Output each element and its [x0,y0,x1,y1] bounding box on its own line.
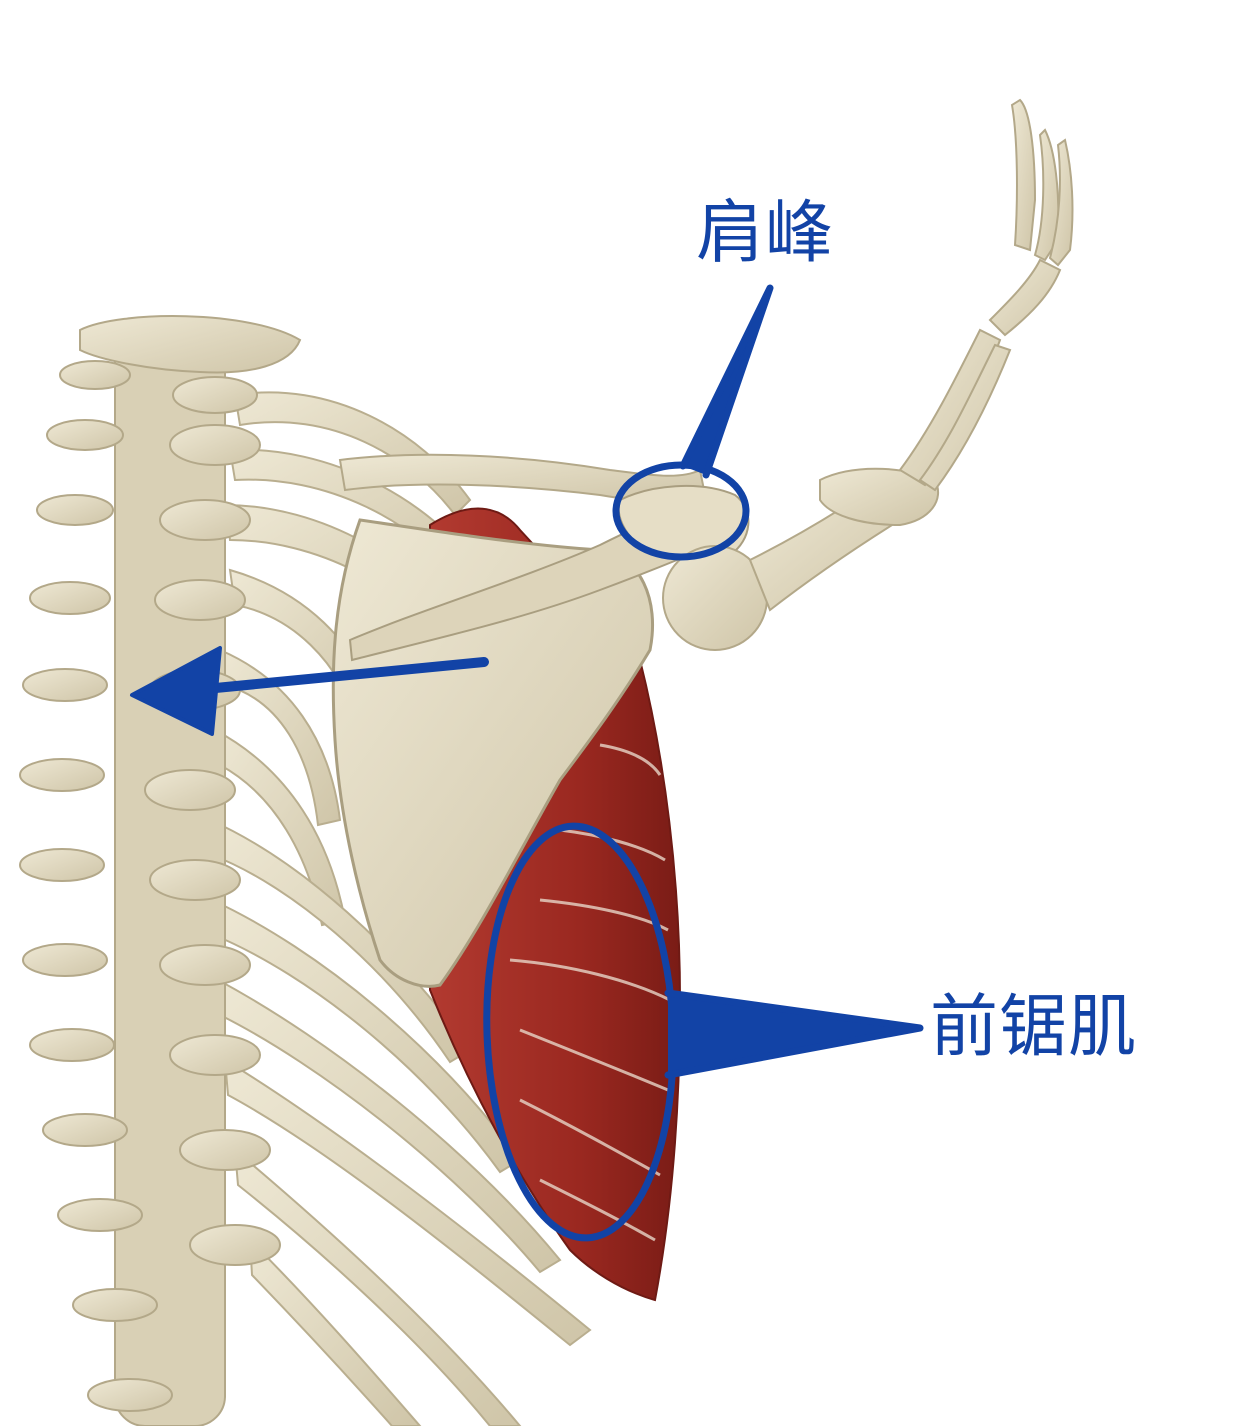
ribs [208,391,592,1426]
acromion-label: 肩峰 [696,194,835,273]
left-arrow-icon [130,646,489,736]
serratus-pointer [664,989,924,1079]
annotations [483,284,924,1242]
arm-bones [662,98,1074,651]
serratus-anterior-label: 前锯肌 [930,988,1138,1067]
acromion-pointer [679,284,774,479]
